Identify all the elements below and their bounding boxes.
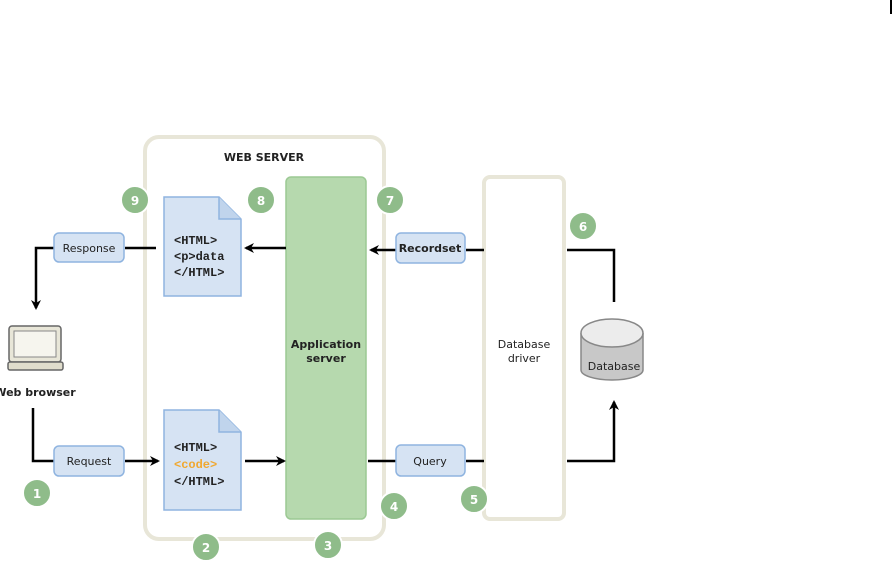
step-badge-9: 9: [120, 185, 150, 215]
database-icon: [580, 318, 644, 381]
web-browser-label: Web browser: [0, 386, 76, 399]
web-server-title: WEB SERVER: [224, 151, 305, 164]
step-badge-5: 5: [459, 484, 489, 514]
request-label-text: Request: [67, 455, 112, 468]
step-badge-6: 6: [568, 211, 598, 241]
step-1-text: 1: [33, 487, 41, 501]
step-badge-3: 3: [313, 530, 343, 560]
step-badge-7: 7: [375, 185, 405, 215]
application-server-label-line2: server: [306, 352, 346, 365]
request-label: Request: [53, 445, 125, 477]
request-doc-line1: <HTML>: [174, 441, 217, 455]
recordset-label-text: Recordset: [399, 242, 462, 255]
step-9-text: 9: [131, 194, 139, 208]
step-badge-8: 8: [246, 185, 276, 215]
response-doc-line3: </HTML>: [174, 266, 224, 280]
database-driver: [482, 175, 566, 521]
application-server-label-line1: Application: [291, 338, 361, 351]
recordset-label: Recordset: [395, 232, 466, 264]
step-7-text: 7: [386, 194, 394, 208]
step-8-text: 8: [257, 194, 265, 208]
step-badge-1: 1: [22, 478, 52, 508]
step-4-text: 4: [390, 500, 398, 514]
step-badge-4: 4: [379, 491, 409, 521]
response-doc-line2: <p>data: [174, 250, 224, 264]
step-3-text: 3: [324, 539, 332, 553]
request-doc-code-line: <code>: [174, 458, 217, 472]
database-driver-label-line1: Database: [498, 338, 551, 351]
application-server: [285, 176, 367, 520]
step-6-text: 6: [579, 220, 587, 234]
request-doc-line3: </HTML>: [174, 475, 224, 489]
step-2-text: 2: [202, 541, 210, 555]
laptop-icon: [7, 325, 64, 371]
step-5-text: 5: [470, 493, 478, 507]
response-label-text: Response: [63, 242, 116, 255]
database-driver-label-line2: driver: [508, 352, 541, 365]
step-badge-2: 2: [191, 532, 221, 561]
query-label-text: Query: [413, 455, 447, 468]
response-doc-line1: <HTML>: [174, 234, 217, 248]
query-label: Query: [395, 444, 466, 477]
database-label: Database: [588, 360, 641, 373]
response-document-icon: [163, 196, 242, 297]
response-label: Response: [53, 232, 125, 263]
connectors: [31, 243, 619, 466]
request-document-icon: [163, 409, 242, 511]
web-server-container: [143, 135, 386, 541]
